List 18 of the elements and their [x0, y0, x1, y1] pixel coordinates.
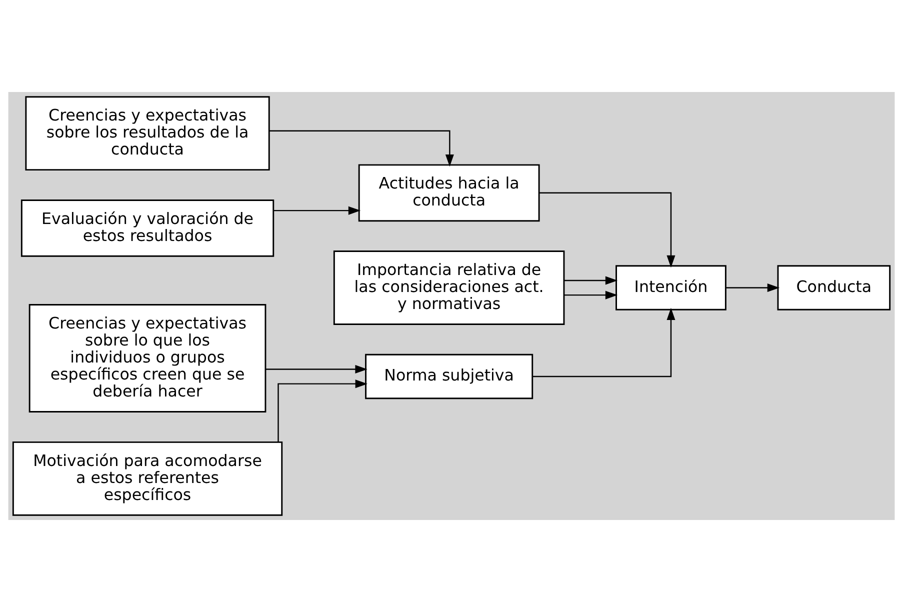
arrow [564, 290, 618, 300]
arrow [269, 130, 454, 167]
arrow [532, 308, 676, 378]
node-box: Creencias y expectativas sobre lo que los individuos o grupos específicos creen que se debería hacer [28, 304, 266, 413]
node-box: Norma subjetiva [365, 354, 534, 400]
arrow [539, 192, 676, 268]
node-box: Conducta [777, 265, 891, 310]
arrow [278, 380, 368, 442]
node-box: Evaluación y valoración de estos resultados [20, 199, 274, 257]
node-box: Motivación para acomodarse a estos referentes específicos [12, 441, 283, 516]
arrow [564, 276, 618, 285]
arrow [266, 364, 368, 374]
arrow [274, 206, 361, 215]
node-box: Actitudes hacia la conducta [358, 164, 540, 222]
node-box: Importancia relativa de las consideraciones act. y normativas [333, 250, 565, 325]
node-box: Intención [616, 265, 726, 310]
arrow [726, 284, 780, 292]
node-box: Creencias y expectativas sobre los resultados de la conducta [25, 96, 270, 171]
